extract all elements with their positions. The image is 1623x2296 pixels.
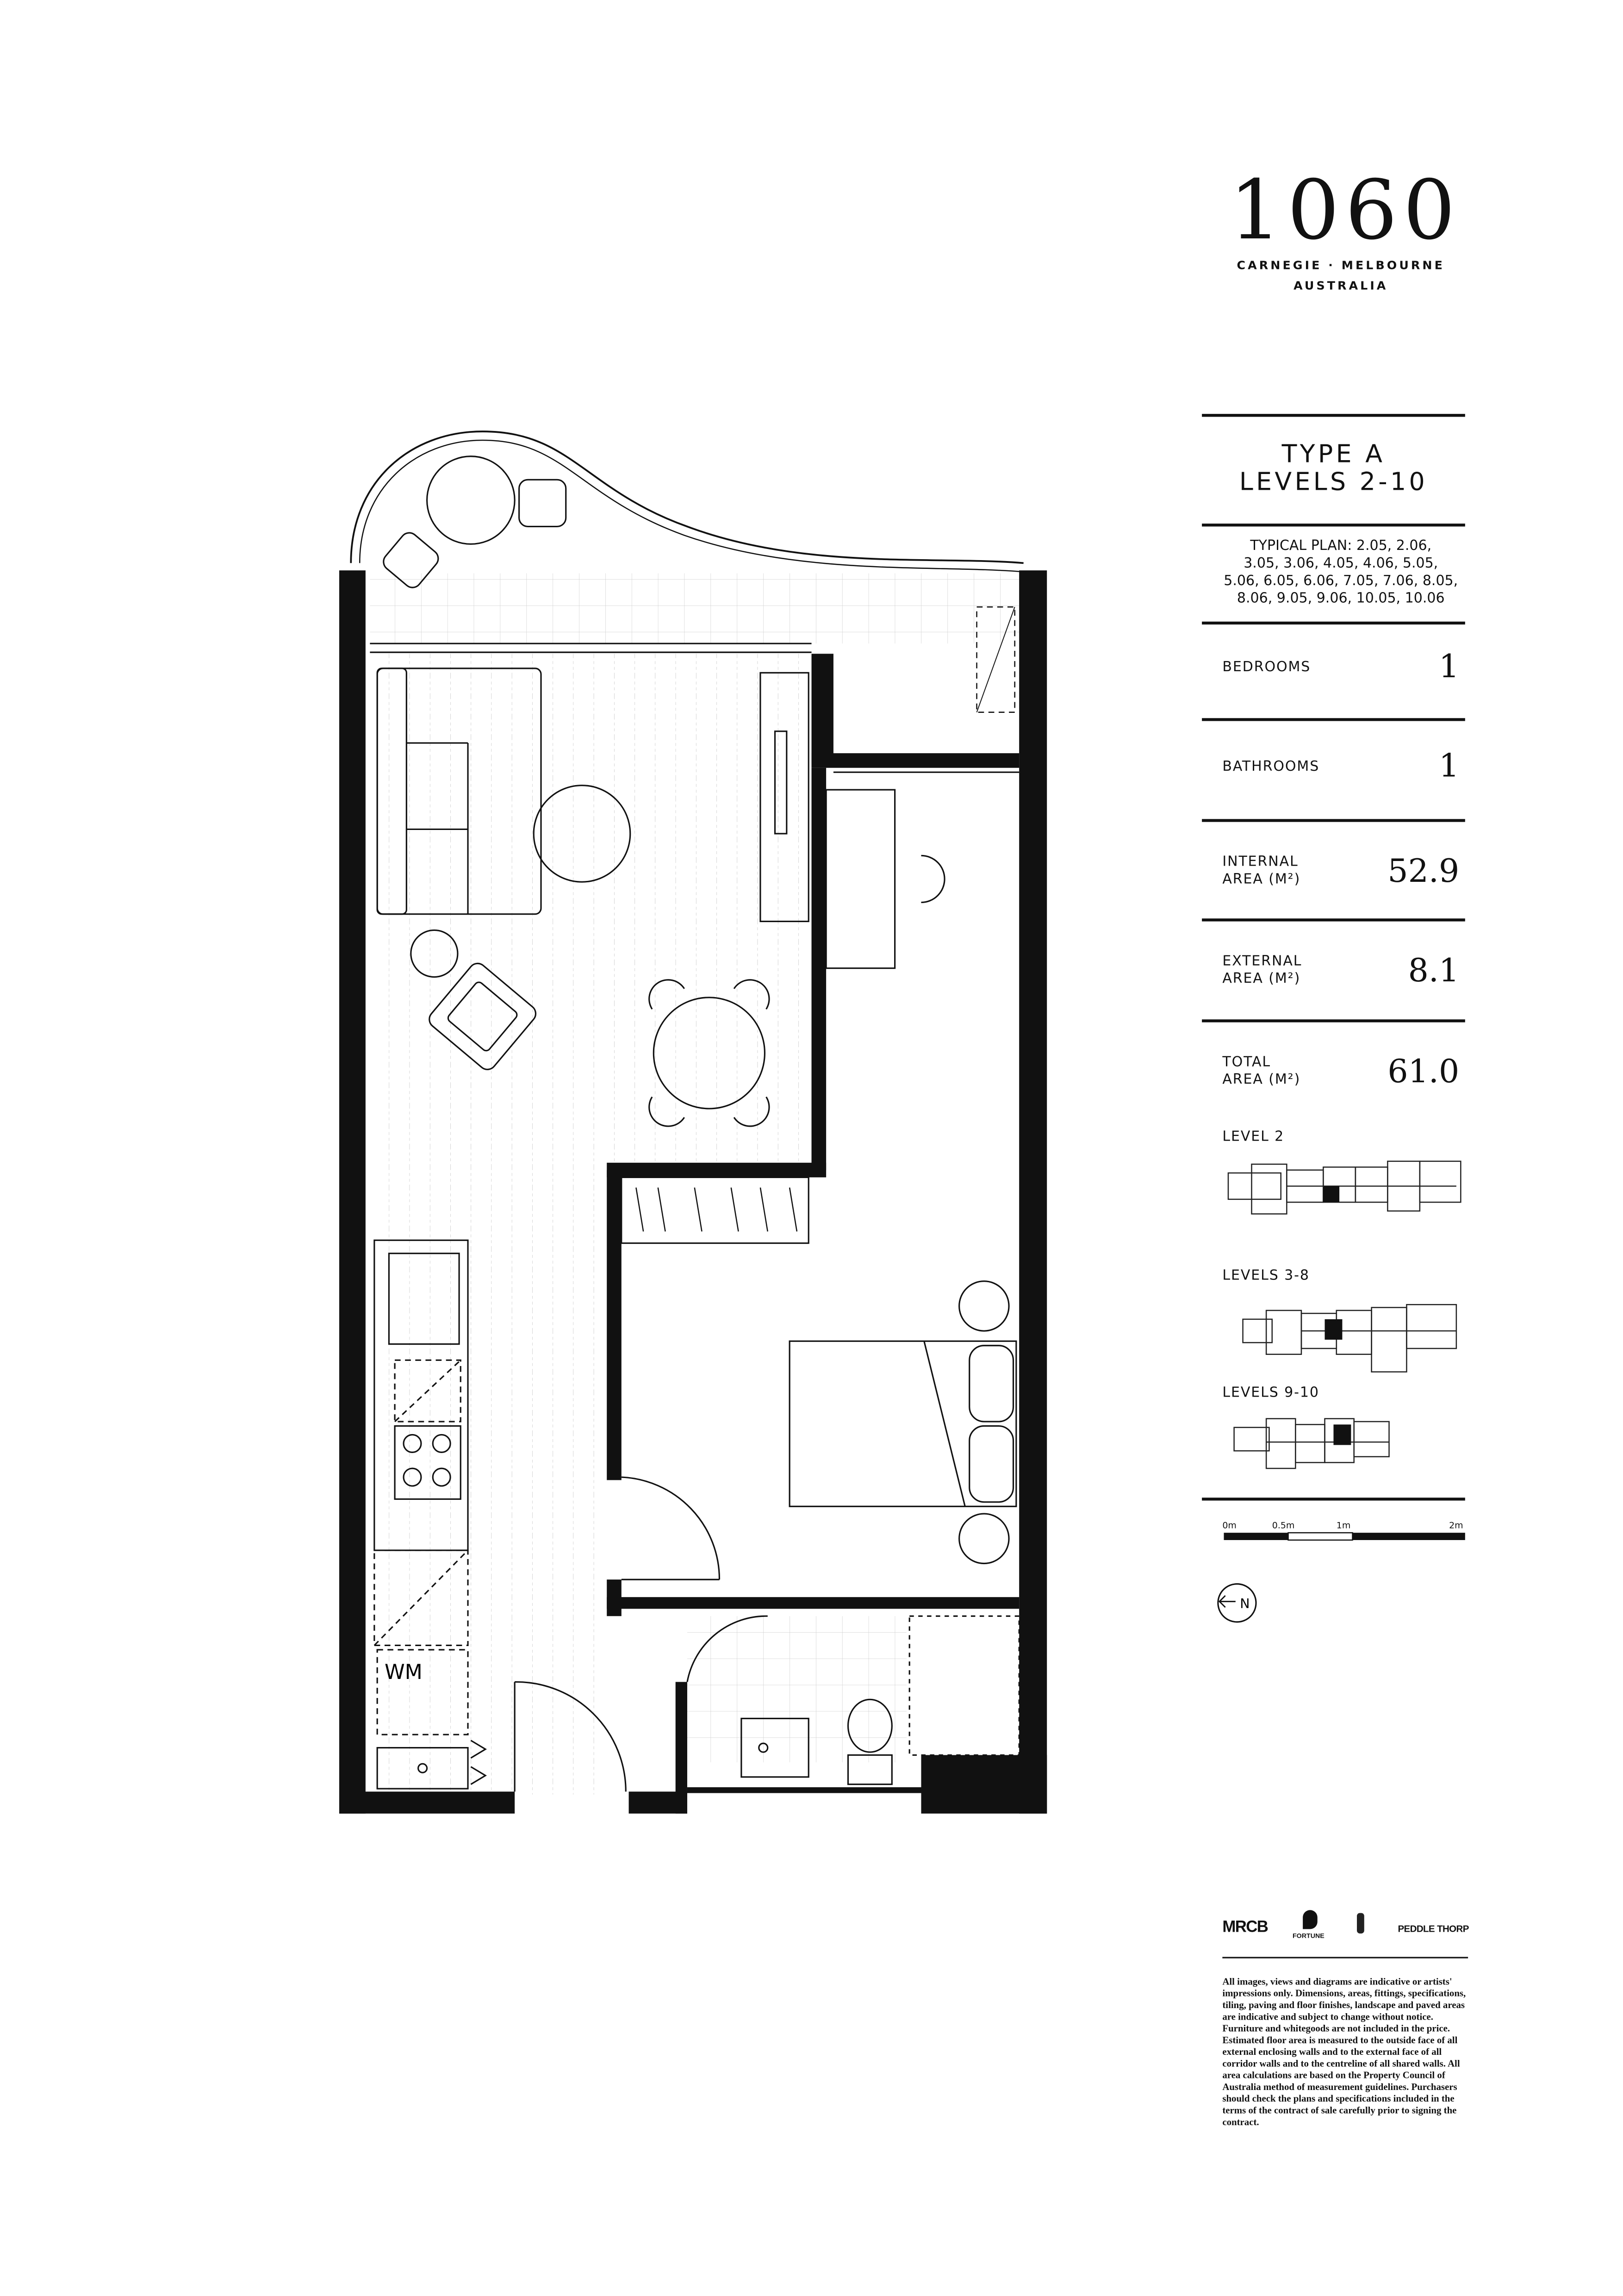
- internal-area-value: 52.9: [1387, 854, 1460, 891]
- scale-tick-label: 1m: [1336, 1521, 1351, 1531]
- bathrooms-label: BATHROOMS: [1222, 759, 1320, 775]
- scale-tick-label: 2m: [1449, 1521, 1463, 1531]
- external-area-value: 8.1: [1408, 953, 1460, 990]
- floor-plan: WM: [339, 430, 1047, 1814]
- fortune-logo: FORTUNE: [1292, 1932, 1325, 1940]
- divider: [1222, 1957, 1468, 1959]
- divider: [1202, 718, 1465, 721]
- balcony: [350, 430, 1024, 713]
- brand-logo: 1060: [1229, 163, 1461, 259]
- keyplan-levels-9-10: [1233, 1418, 1390, 1469]
- scale-bar: [1224, 1532, 1465, 1541]
- divider: [1202, 414, 1465, 417]
- mrcb-logo: MRCB: [1222, 1919, 1269, 1937]
- disclaimer: All images, views and diagrams are indic…: [1222, 1977, 1466, 2128]
- typical-plan-line: TYPICAL PLAN: 2.05, 2.06,: [1250, 538, 1432, 555]
- scale-tick-label: 0.5m: [1272, 1521, 1295, 1531]
- location-line-2: AUSTRALIA: [1293, 279, 1388, 293]
- plan-type: TYPE A: [1281, 440, 1386, 470]
- typical-plan-line: 8.06, 9.05, 9.06, 10.05, 10.06: [1237, 591, 1445, 607]
- plan-levels: LEVELS 2-10: [1239, 468, 1428, 498]
- divider: [1202, 1497, 1465, 1500]
- total-area-value: 61.0: [1387, 1054, 1460, 1091]
- typical-plan-line: 5.06, 6.05, 6.06, 7.05, 7.06, 8.05,: [1224, 573, 1458, 590]
- keyplan-level-2: [1227, 1160, 1461, 1215]
- bedrooms-value: 1: [1438, 649, 1460, 686]
- north-arrow-icon: N: [1217, 1583, 1257, 1623]
- walls: [339, 570, 1047, 1814]
- partner-logo-mark: [1357, 1913, 1364, 1934]
- keyplan-label: LEVELS 3-8: [1222, 1268, 1310, 1285]
- keyplan-label: LEVEL 2: [1222, 1129, 1285, 1145]
- typical-plan-line: 3.05, 3.06, 4.05, 4.06, 5.05,: [1244, 555, 1438, 572]
- scale-tick-label: 0m: [1222, 1521, 1237, 1531]
- keyplan-label: LEVELS 9-10: [1222, 1385, 1319, 1401]
- fortune-logo-mark: [1303, 1910, 1318, 1929]
- bathrooms-value: 1: [1438, 749, 1460, 786]
- divider: [1202, 524, 1465, 526]
- peddle-thorp-logo: PEDDLE THORP: [1398, 1924, 1469, 1935]
- typical-plan-list: TYPICAL PLAN: 2.05, 2.06, 3.05, 3.06, 4.…: [1202, 538, 1480, 609]
- location-line-1: CARNEGIE · MELBOURNE: [1237, 259, 1445, 272]
- keyplan-levels-3-8: [1242, 1304, 1457, 1373]
- divider: [1202, 819, 1465, 822]
- divider: [1202, 918, 1465, 921]
- north-label: N: [1240, 1596, 1250, 1611]
- washing-machine-label: WM: [385, 1660, 423, 1684]
- divider: [1202, 1019, 1465, 1022]
- divider: [1202, 621, 1465, 624]
- bedrooms-label: BEDROOMS: [1222, 659, 1311, 676]
